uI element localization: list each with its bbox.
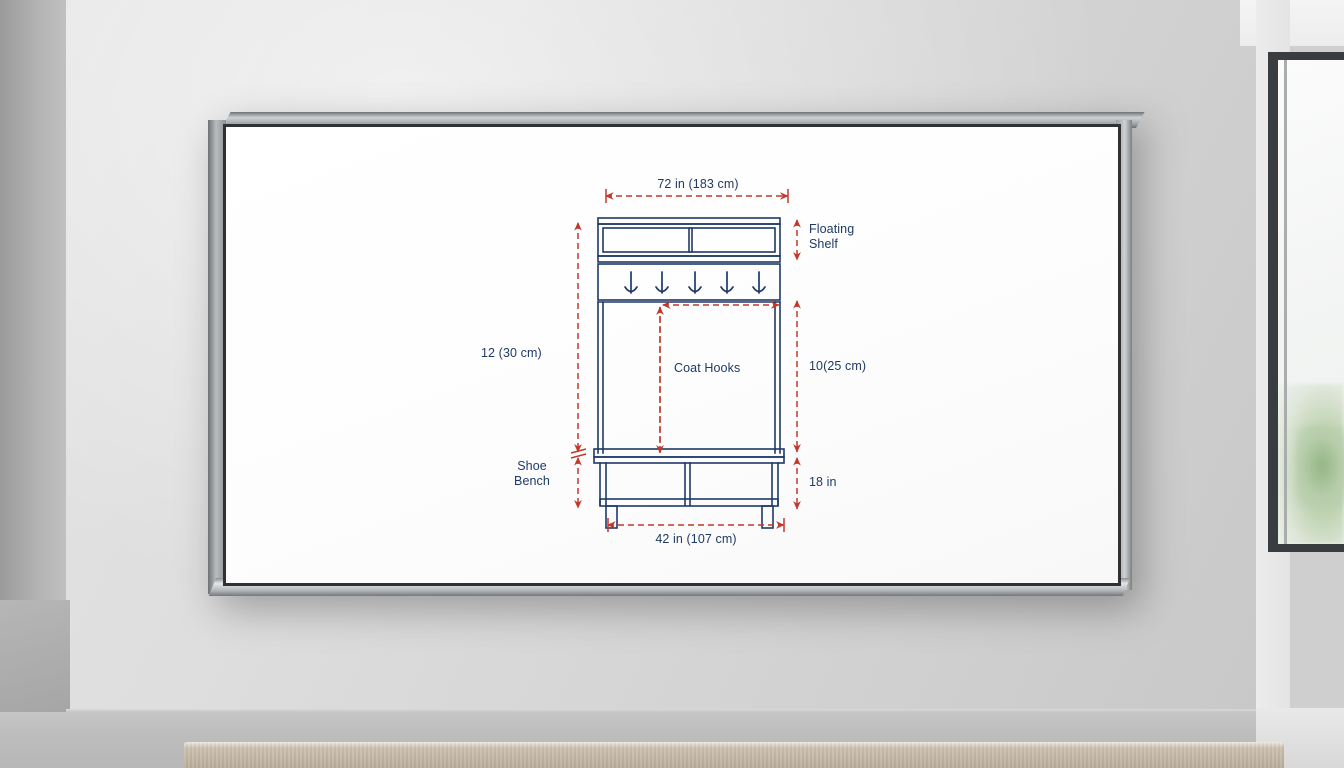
mudroom-elevation-drawing: 72 in (183 cm) 42 in (107 cm) 12 (30 cm)… [226, 127, 1118, 583]
bench-seat-apron [593, 456, 785, 464]
bench-lower-shelf [599, 498, 779, 507]
dim-label-overall-width: 72 in (183 cm) [657, 177, 739, 191]
dim-label-left-height: 12 (30 cm) [481, 346, 542, 360]
label-floating-shelf-line2: Shelf [809, 236, 838, 251]
furniture-linework [593, 217, 785, 529]
wall-left-return [0, 0, 72, 640]
label-shoe-bench: Shoe Bench [502, 459, 562, 489]
window-mullion [1284, 60, 1287, 544]
window-view-foliage [1296, 426, 1344, 506]
coat-hook-1 [624, 271, 638, 294]
area-rug [184, 742, 1284, 768]
label-shoe-bench-line1: Shoe [517, 459, 547, 473]
label-shoe-bench-line2: Bench [514, 473, 550, 488]
framed-whiteboard[interactable]: 72 in (183 cm) 42 in (107 cm) 12 (30 cm)… [208, 112, 1145, 600]
label-coat-hooks: Coat Hooks [674, 361, 741, 375]
dimension-linework [570, 189, 801, 532]
hook-rail-panel [597, 263, 781, 301]
baseboard [66, 709, 1266, 714]
dim-label-bench-width: 42 in (107 cm) [655, 532, 737, 546]
coat-hooks-group [624, 271, 766, 294]
shelf-bottom-rail [597, 255, 781, 263]
label-floating-shelf: Floating Shelf [809, 222, 871, 252]
coat-hook-4 [720, 271, 734, 294]
dim-label-bench-height: 18 in [809, 475, 837, 489]
board-surface[interactable]: 72 in (183 cm) 42 in (107 cm) 12 (30 cm)… [226, 127, 1118, 583]
coat-hook-3 [688, 271, 702, 294]
coat-hook-2 [655, 271, 669, 294]
frame-left-rail [208, 120, 226, 594]
label-floating-shelf-line1: Floating [809, 222, 855, 236]
coat-hook-5 [752, 271, 766, 294]
window-glass [1278, 60, 1344, 544]
dim-label-right-middle: 10(25 cm) [809, 359, 867, 373]
dim-break-tick-b [570, 453, 587, 459]
dim-break-tick-a [570, 448, 587, 454]
